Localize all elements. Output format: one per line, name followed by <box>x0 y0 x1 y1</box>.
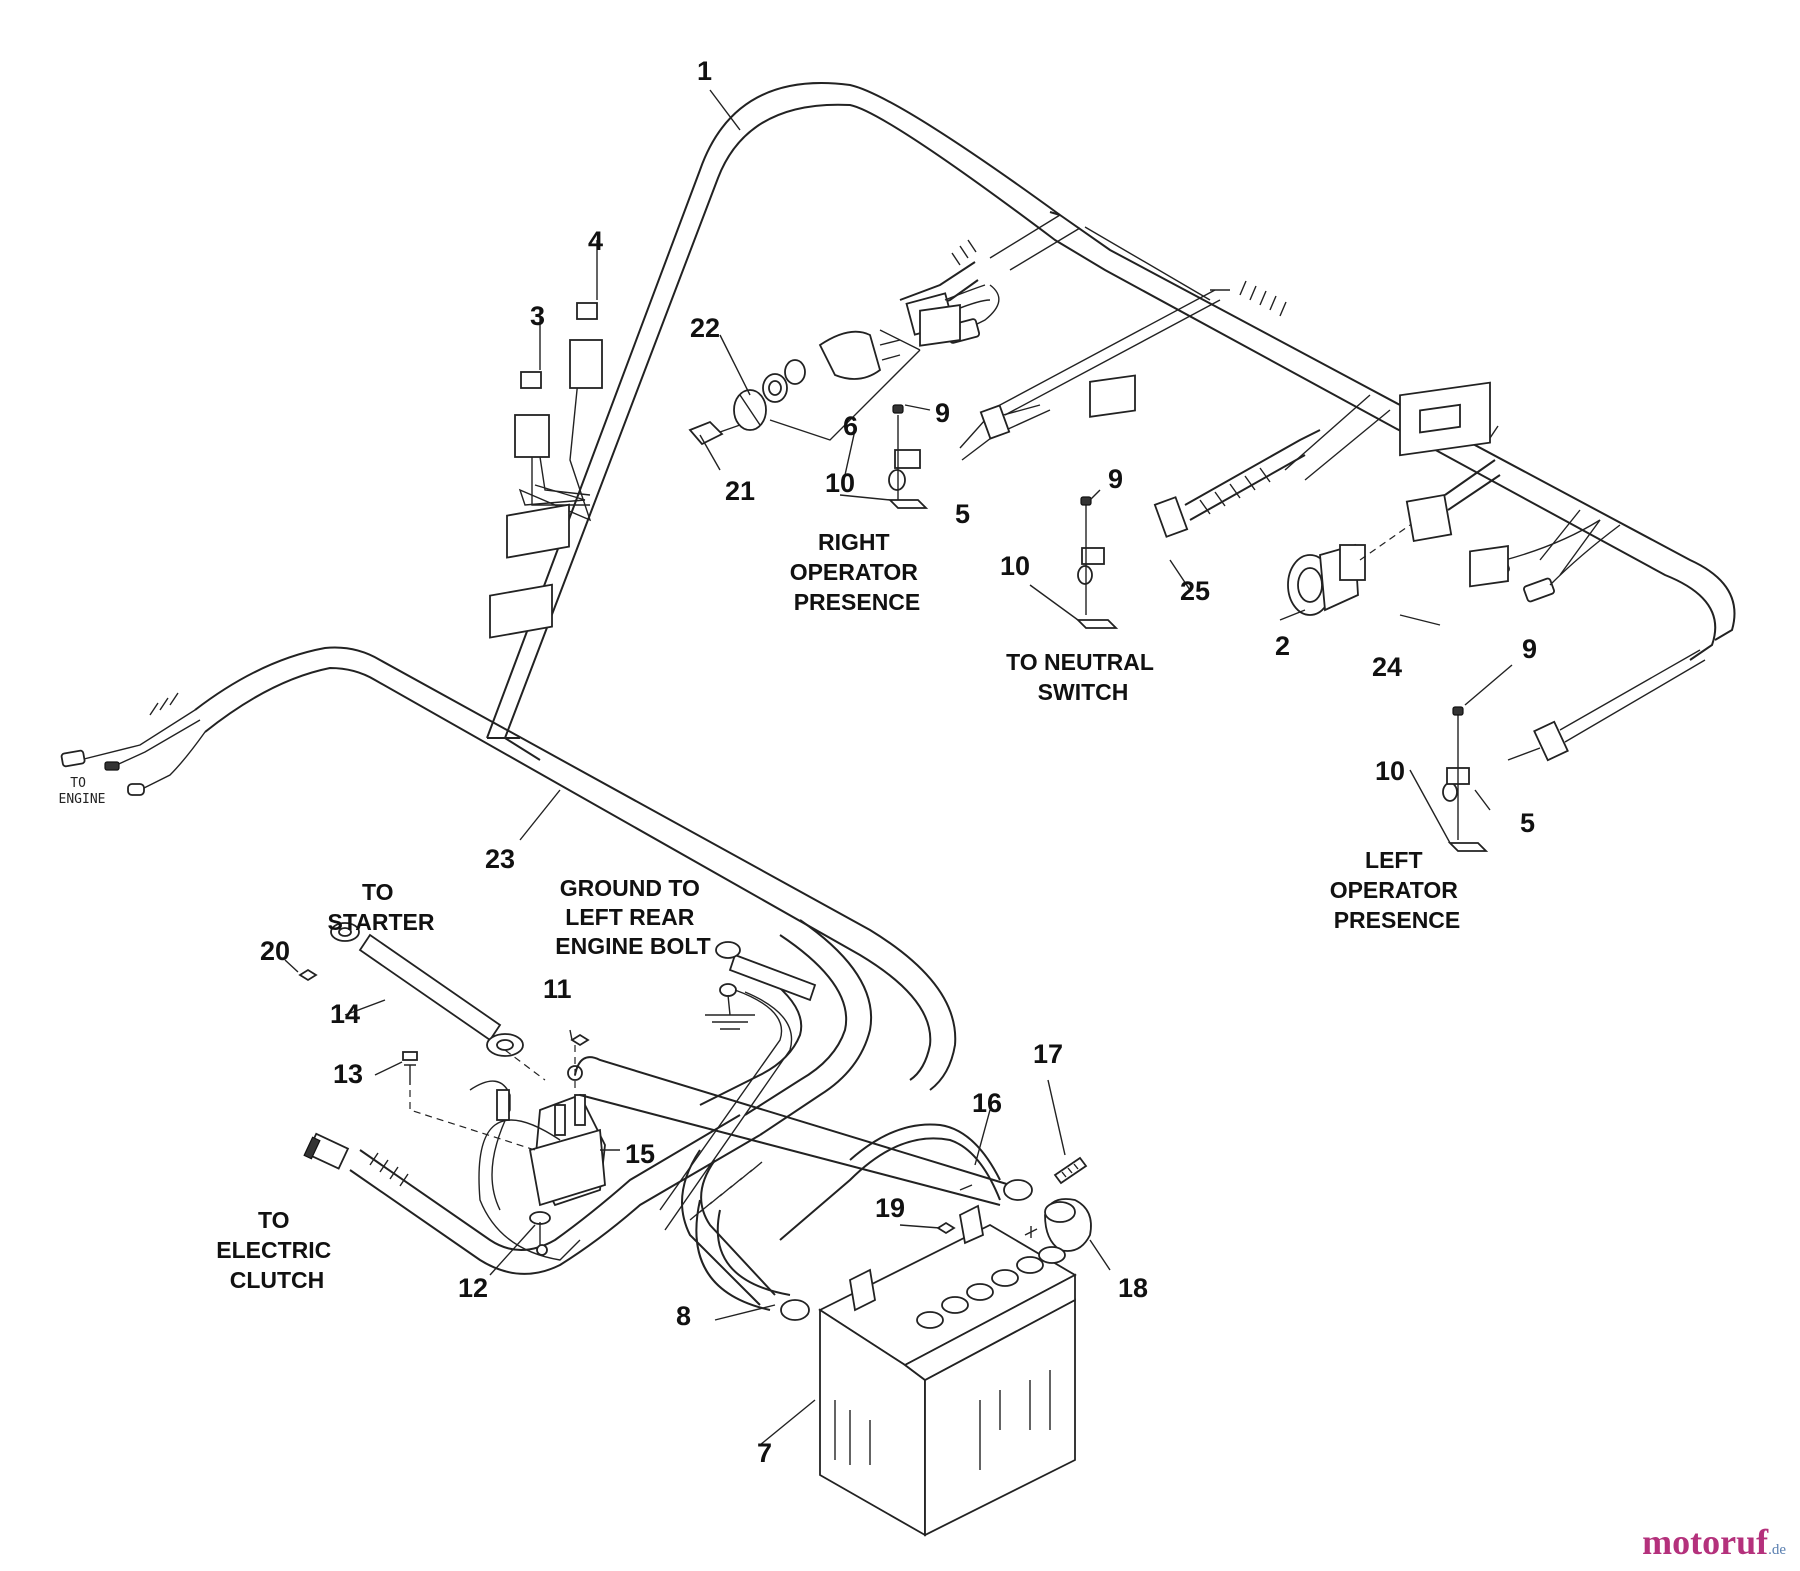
battery-cables <box>574 941 1033 1321</box>
callout-14: 14 <box>330 999 360 1029</box>
callout-10-neutral: 10 <box>1000 551 1030 581</box>
caption-to-starter: TO STARTER <box>328 879 435 935</box>
watermark-brand: motoruf <box>1642 1522 1769 1562</box>
callout-12: 12 <box>458 1273 488 1303</box>
engine-harness <box>149 646 957 1306</box>
caption-ground-to-left-rear-engine-bolt: GROUND TO LEFT REAR ENGINE BOLT <box>555 875 710 959</box>
to-engine-leads <box>60 709 206 796</box>
left-presence-switch <box>1409 545 1706 852</box>
caption-to-electric-clutch: TO ELECTRIC CLUTCH <box>216 1207 337 1293</box>
terminal-hardware <box>936 1156 1092 1252</box>
callout-16: 16 <box>972 1088 1002 1118</box>
caption-right-operator-presence: RIGHT OPERATOR PRESENCE <box>790 529 925 615</box>
callout-13: 13 <box>333 1059 363 1089</box>
battery <box>818 1204 1077 1537</box>
caption-to-neutral-switch: TO NEUTRAL SWITCH <box>1006 649 1160 705</box>
captions: RIGHT OPERATOR PRESENCE TO NEUTRAL SWITC… <box>59 529 1465 1293</box>
caption-to-engine: TO ENGINE <box>59 776 106 807</box>
callout-11: 11 <box>543 974 572 1004</box>
callout-7: 7 <box>757 1438 772 1468</box>
callout-5-left: 5 <box>1520 808 1535 838</box>
callout-22: 22 <box>690 313 720 343</box>
callout-20: 20 <box>260 936 290 966</box>
callout-24: 24 <box>1372 652 1402 682</box>
callout-8: 8 <box>676 1301 691 1331</box>
starter-cable <box>298 922 546 1081</box>
callout-9-left: 9 <box>1522 634 1537 664</box>
callout-21: 21 <box>725 476 755 506</box>
solenoid <box>402 1033 606 1261</box>
callout-2: 2 <box>1275 631 1290 661</box>
callout-23: 23 <box>485 844 515 874</box>
callout-10-left: 10 <box>1375 756 1405 786</box>
neutral-switch <box>1029 374 1321 629</box>
callout-9-right: 9 <box>935 398 950 428</box>
callout-15: 15 <box>625 1139 655 1169</box>
callout-9-neutral: 9 <box>1108 464 1123 494</box>
fuse-branch <box>489 302 603 639</box>
caption-left-operator-presence: LEFT OPERATOR PRESENCE <box>1330 847 1465 933</box>
callout-6: 6 <box>843 411 858 441</box>
callout-25: 25 <box>1180 576 1210 606</box>
callout-5-right: 5 <box>955 499 970 529</box>
callout-10-right: 10 <box>825 468 855 498</box>
callout-17: 17 <box>1033 1039 1063 1069</box>
leader-lines <box>284 89 1513 1446</box>
callout-19: 19 <box>875 1193 905 1223</box>
callout-1: 1 <box>697 56 712 86</box>
callout-3: 3 <box>530 301 545 331</box>
callout-18: 18 <box>1118 1273 1148 1303</box>
right-presence-switch <box>839 289 1230 509</box>
watermark-logo: motoruf.de <box>1642 1521 1786 1563</box>
watermark-tld: .de <box>1768 1542 1786 1558</box>
callout-4: 4 <box>588 226 603 256</box>
callout-numbers: 1 2 3 4 5 5 6 7 8 9 9 9 10 10 10 11 12 1… <box>260 56 1537 1468</box>
clutch-connector <box>303 1132 350 1170</box>
horn-and-box <box>1287 381 1621 616</box>
